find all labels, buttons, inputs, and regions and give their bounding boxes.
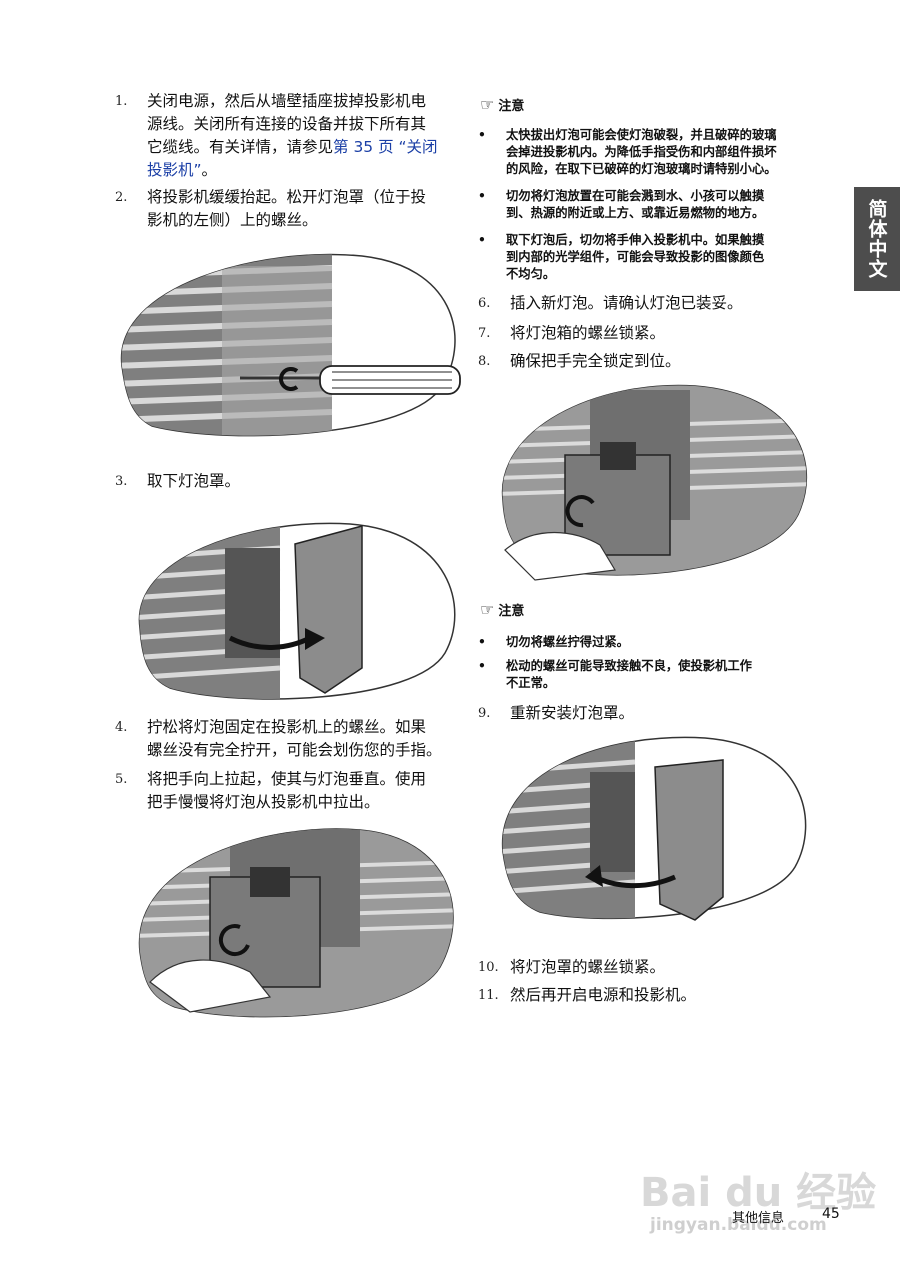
step-text-end: 。 <box>201 161 218 179</box>
step-11: 11. 然后再开启电源和投影机。 <box>478 984 838 1008</box>
note-2-item: • 松动的螺丝可能导致接触不良，使投影机工作 不正常。 <box>478 658 838 694</box>
step-number: 6. <box>478 296 491 311</box>
step-7: 7. 将灯泡箱的螺丝锁紧。 <box>478 322 838 346</box>
step-text-line: 拧松将灯泡固定在投影机上的螺丝。如果 <box>147 718 427 736</box>
note-1-item: • 切勿将灯泡放置在可能会溅到水、小孩可以触摸 到、热源的附近或上方、或靠近易燃… <box>478 188 838 224</box>
note-text-line: 切勿将螺丝拧得过紧。 <box>506 635 629 649</box>
step-text-line: 插入新灯泡。请确认灯泡已装妥。 <box>510 294 743 312</box>
step-6: 6. 插入新灯泡。请确认灯泡已装妥。 <box>478 292 838 316</box>
note-title: 注意 <box>498 99 525 114</box>
step-text-line: 关闭电源，然后从墙壁插座拔掉投影机电 <box>147 92 427 110</box>
note-text-line: 太快拔出灯泡可能会使灯泡破裂，并且破碎的玻璃 <box>506 128 777 142</box>
watermark-url: jingyan.baidu.com <box>650 1215 827 1235</box>
note-text-line: 到、热源的附近或上方、或靠近易燃物的地方。 <box>506 206 765 220</box>
step-number: 3. <box>115 474 128 489</box>
step-text-line: 它缆线。有关详情，请参见 <box>147 138 334 156</box>
page-link-cont[interactable]: 投影机” <box>147 161 202 179</box>
step-text-line: 影机的左侧）上的螺丝。 <box>147 211 318 229</box>
note-text-line: 的风险，在取下已破碎的灯泡玻璃时请特别小心。 <box>506 162 777 176</box>
step-text-line: 把手慢慢将灯泡从投影机中拉出。 <box>147 793 380 811</box>
step-text-line: 源线。关闭所有连接的设备并拔下所有其 <box>147 115 427 133</box>
step-text-line: 将灯泡箱的螺丝锁紧。 <box>510 324 666 342</box>
step-text-line: 取下灯泡罩。 <box>147 472 241 490</box>
step-number: 9. <box>478 706 491 721</box>
bullet: • <box>478 189 486 203</box>
bullet: • <box>478 233 486 247</box>
step-5: 5. 将把手向上拉起，使其与灯泡垂直。使用 把手慢慢将灯泡从投影机中拉出。 <box>115 768 475 818</box>
step-text-line: 然后再开启电源和投影机。 <box>510 986 697 1004</box>
bullet: • <box>478 659 486 673</box>
note-hand-icon: ☞ <box>480 95 495 114</box>
step-text-line: 将投影机缓缓抬起。松开灯泡罩（位于投 <box>147 188 427 206</box>
step-number: 4. <box>115 720 128 735</box>
step-3: 3. 取下灯泡罩。 <box>115 470 475 494</box>
step-text-line: 重新安装灯泡罩。 <box>510 704 635 722</box>
step-text-line: 螺丝没有完全拧开，可能会划伤您的手指。 <box>147 741 442 759</box>
bullet: • <box>478 128 486 142</box>
footer-section: 其他信息 <box>732 1211 785 1226</box>
note-text-line: 会掉进投影机内。为降低手指受伤和内部组件损坏 <box>506 145 777 159</box>
step-number: 2. <box>115 190 128 205</box>
note-text-line: 不均匀。 <box>506 267 556 281</box>
step-4: 4. 拧松将灯泡固定在投影机上的螺丝。如果 螺丝没有完全拧开，可能会划伤您的手指… <box>115 716 475 766</box>
step-number: 11. <box>478 988 499 1003</box>
step-text-line: 确保把手完全锁定到位。 <box>510 352 681 370</box>
note-text-line: 切勿将灯泡放置在可能会溅到水、小孩可以触摸 <box>506 189 765 203</box>
note-1-item: • 太快拔出灯泡可能会使灯泡破裂，并且破碎的玻璃 会掉进投影机内。为降低手指受伤… <box>478 127 838 179</box>
step-1: 1. 关闭电源，然后从墙壁插座拔掉投影机电 源线。关闭所有连接的设备并拔下所有其… <box>115 90 475 182</box>
bullet: • <box>478 635 486 649</box>
note-title: 注意 <box>498 604 525 619</box>
note-1-header: ☞ 注意 <box>480 95 524 114</box>
note-text-line: 取下灯泡后，切勿将手伸入投影机中。如果触摸 <box>506 233 765 247</box>
illustration-lock-handle <box>501 384 808 581</box>
note-2-item: • 切勿将螺丝拧得过紧。 <box>478 634 838 652</box>
illustration-loosen-screw <box>120 253 461 437</box>
step-number: 10. <box>478 960 499 975</box>
step-number: 1. <box>115 94 128 109</box>
step-number: 5. <box>115 772 128 787</box>
note-2-header: ☞ 注意 <box>480 600 524 619</box>
step-2: 2. 将投影机缓缓抬起。松开灯泡罩（位于投 影机的左侧）上的螺丝。 <box>115 186 475 236</box>
step-9: 9. 重新安装灯泡罩。 <box>478 702 838 726</box>
watermark-brand: Bai du 经验 <box>640 1170 877 1216</box>
note-text-line: 松动的螺丝可能导致接触不良，使投影机工作 <box>506 659 752 673</box>
step-number: 8. <box>478 354 491 369</box>
step-number: 7. <box>478 326 491 341</box>
illustration-reinstall-cover <box>501 736 807 921</box>
language-tab: 简体中文 <box>854 187 900 291</box>
step-10: 10. 将灯泡罩的螺丝锁紧。 <box>478 956 838 980</box>
note-text-line: 不正常。 <box>506 676 556 690</box>
illustration-remove-cover <box>138 522 456 700</box>
step-8: 8. 确保把手完全锁定到位。 <box>478 350 838 374</box>
note-1-item: • 取下灯泡后，切勿将手伸入投影机中。如果触摸 到内部的光学组件，可能会导致投影… <box>478 232 838 284</box>
page-link[interactable]: 第 35 页 “关闭 <box>333 138 438 156</box>
page-number: 45 <box>822 1206 840 1222</box>
step-text-line: 将灯泡罩的螺丝锁紧。 <box>510 958 666 976</box>
note-hand-icon: ☞ <box>480 600 495 619</box>
illustration-pull-lamp <box>138 828 454 1018</box>
step-text-line: 将把手向上拉起，使其与灯泡垂直。使用 <box>147 770 427 788</box>
note-text-line: 到内部的光学组件，可能会导致投影的图像颜色 <box>506 250 765 264</box>
